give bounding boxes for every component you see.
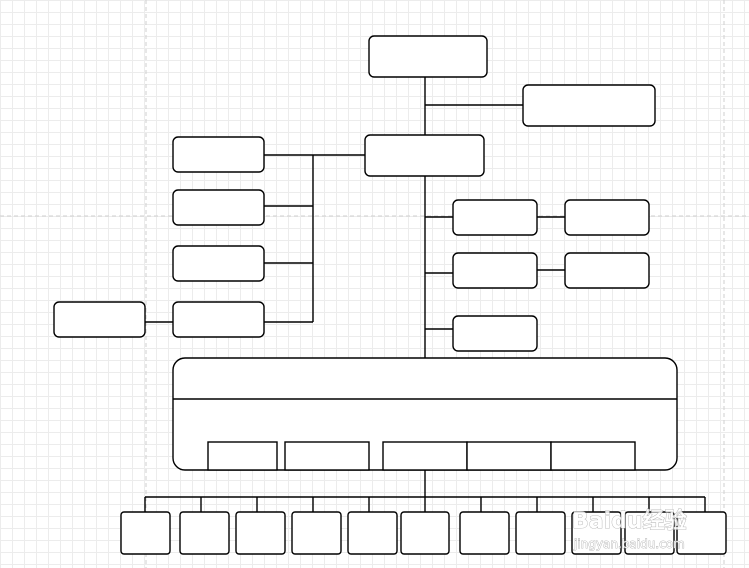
right-box-2[interactable] — [452, 252, 538, 289]
bottom-box-7[interactable] — [459, 511, 510, 555]
bottom-box-2[interactable] — [179, 511, 230, 555]
bottom-box-6[interactable] — [400, 511, 450, 555]
right-box-1-sub[interactable] — [564, 199, 650, 236]
right-box-3[interactable] — [452, 315, 538, 352]
left-box-4[interactable] — [172, 301, 265, 338]
watermark-url: jingyan.baidu.com — [573, 537, 685, 551]
watermark-brand: Baidu经验 — [572, 508, 687, 534]
top-box[interactable] — [368, 35, 488, 78]
inner-box-4[interactable] — [466, 441, 552, 471]
left-box-3[interactable] — [172, 245, 265, 282]
inner-box-1[interactable] — [207, 441, 278, 471]
left-box-1[interactable] — [172, 136, 265, 173]
assistant-box[interactable] — [522, 84, 656, 127]
bottom-box-5[interactable] — [347, 511, 398, 555]
bottom-box-10[interactable] — [624, 511, 675, 555]
right-box-1[interactable] — [452, 199, 538, 236]
bottom-box-8[interactable] — [515, 511, 566, 555]
watermark: Baidu经验 jingyan.baidu.com — [572, 508, 687, 552]
bottom-box-9[interactable] — [571, 511, 622, 555]
bottom-box-4[interactable] — [291, 511, 342, 555]
bottom-box-1[interactable] — [120, 511, 171, 555]
central-box[interactable] — [364, 134, 485, 177]
inner-box-5[interactable] — [550, 441, 636, 471]
bottom-box-3[interactable] — [235, 511, 286, 555]
inner-box-2[interactable] — [284, 441, 370, 471]
far-left-box[interactable] — [53, 301, 146, 338]
inner-box-3[interactable] — [382, 441, 468, 471]
bottom-box-11[interactable] — [676, 511, 727, 555]
right-box-2-sub[interactable] — [564, 252, 650, 289]
left-box-2[interactable] — [172, 189, 265, 226]
